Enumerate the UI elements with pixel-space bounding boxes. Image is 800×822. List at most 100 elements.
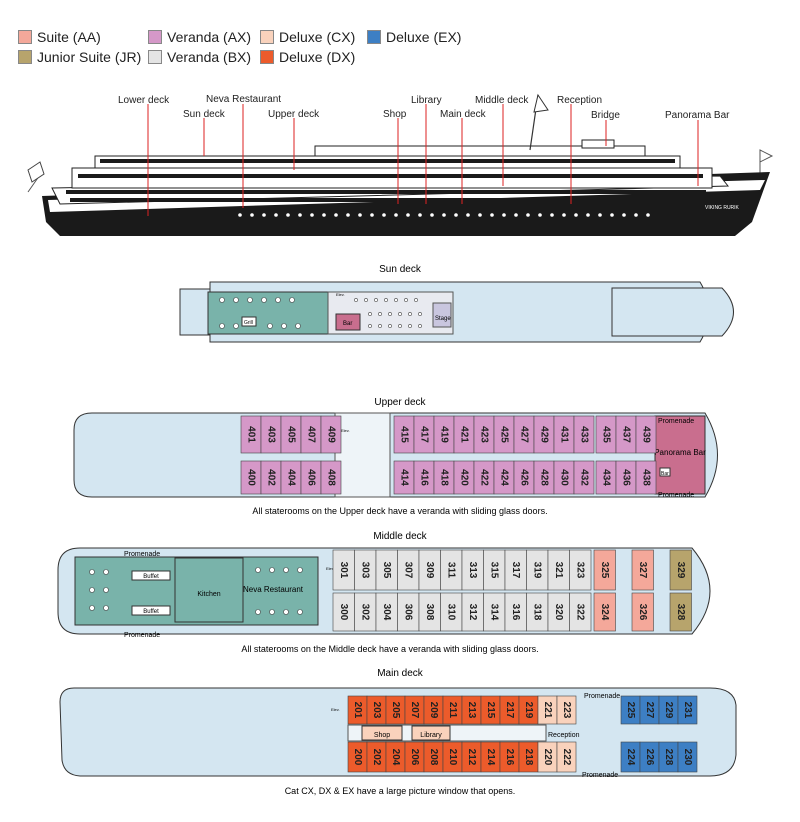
stateroom-328 xyxy=(669,592,692,632)
stateroom-number: 326 xyxy=(637,604,648,621)
stateroom-number: 316 xyxy=(510,604,521,621)
stateroom-number: 209 xyxy=(428,702,439,719)
stateroom-number: 230 xyxy=(682,749,693,766)
stateroom-number: 402 xyxy=(265,469,276,486)
stateroom-number: 212 xyxy=(466,749,477,766)
stateroom-number: 430 xyxy=(558,469,569,486)
stateroom-number: 311 xyxy=(446,562,457,579)
stateroom-number: 324 xyxy=(599,604,610,621)
legend-label: Deluxe (EX) xyxy=(386,29,462,45)
stateroom-223 xyxy=(556,695,577,725)
main-reception-label: Reception xyxy=(548,732,580,739)
label-middle-deck: Middle deck xyxy=(475,95,529,106)
stateroom-number: 300 xyxy=(338,604,349,621)
main-deck-plan: Main deck Shop Library Reception Promena… xyxy=(59,668,737,796)
stateroom-number: 227 xyxy=(644,702,655,719)
stateroom-number: 420 xyxy=(458,469,469,486)
middle-deck-note: All staterooms on the Middle deck have a… xyxy=(241,644,538,654)
stateroom-number: 317 xyxy=(510,562,521,579)
stateroom-number: 314 xyxy=(489,604,500,621)
stateroom-number: 208 xyxy=(428,749,439,766)
ship-profile: VIKING RURIK Lower deck Neva Restaurant … xyxy=(27,93,774,236)
stateroom-409 xyxy=(320,415,342,454)
legend-label: Veranda (BX) xyxy=(167,49,252,65)
upper-panorama-label: Panorama Bar xyxy=(654,448,706,457)
stateroom-329 xyxy=(669,549,692,591)
stateroom-number: 433 xyxy=(578,426,589,443)
main-library-label: Library xyxy=(420,732,442,739)
sun-deck-plan: Sun deck Bar Stage Grill Elev. xyxy=(179,264,734,343)
stateroom-327 xyxy=(631,549,654,591)
middle-deck-plan: Middle deck Kitchen Buffet Buffet Neva R… xyxy=(57,531,711,654)
legend-label: Junior Suite (JR) xyxy=(37,49,142,65)
stateroom-number: 439 xyxy=(640,426,651,443)
stateroom-number: 228 xyxy=(663,749,674,766)
legend-item: Deluxe (CX) xyxy=(260,28,355,46)
stateroom-number: 403 xyxy=(265,426,276,443)
stateroom-number: 205 xyxy=(390,702,401,719)
stateroom-number: 322 xyxy=(575,604,586,621)
upper-deck-title: Upper deck xyxy=(374,397,426,408)
stateroom-number: 432 xyxy=(578,469,589,486)
bow-flag-icon xyxy=(759,149,774,163)
stateroom-number: 200 xyxy=(352,749,363,766)
stateroom-number: 426 xyxy=(518,469,529,486)
stateroom-number: 231 xyxy=(682,702,693,719)
stateroom-324 xyxy=(593,592,616,632)
stateroom-number: 319 xyxy=(532,562,543,579)
stateroom-number: 318 xyxy=(532,604,543,621)
main-deck-title: Main deck xyxy=(377,668,424,679)
stateroom-438 xyxy=(635,460,657,495)
stateroom-number: 424 xyxy=(498,469,509,486)
stateroom-number: 204 xyxy=(390,749,401,766)
upper-promenade-bottom: Promenade xyxy=(658,492,694,499)
main-shop-label: Shop xyxy=(374,732,390,739)
label-main-deck: Main deck xyxy=(440,109,487,120)
stateroom-number: 202 xyxy=(371,749,382,766)
label-reception: Reception xyxy=(557,95,602,106)
label-library: Library xyxy=(411,95,442,106)
stateroom-number: 301 xyxy=(338,562,349,579)
stateroom-number: 222 xyxy=(561,749,572,766)
stateroom-number: 431 xyxy=(558,426,569,443)
stateroom-number: 207 xyxy=(409,702,420,719)
stateroom-322 xyxy=(569,592,592,632)
stateroom-number: 418 xyxy=(438,469,449,486)
stateroom-number: 404 xyxy=(285,469,296,486)
label-shop: Shop xyxy=(383,109,407,120)
legend-label: Deluxe (DX) xyxy=(279,49,356,65)
legend-label: Deluxe (CX) xyxy=(279,29,356,45)
stateroom-number: 220 xyxy=(542,749,553,766)
stateroom-number: 225 xyxy=(625,702,636,719)
stateroom-number: 419 xyxy=(438,426,449,443)
label-neva-restaurant: Neva Restaurant xyxy=(206,94,281,105)
stateroom-number: 438 xyxy=(640,469,651,486)
hull-name: VIKING RURIK xyxy=(705,205,740,211)
stateroom-number: 323 xyxy=(575,562,586,579)
sun-grill-label: Grill xyxy=(244,320,253,326)
stateroom-number: 421 xyxy=(458,426,469,443)
stateroom-number: 437 xyxy=(620,426,631,443)
neva-restaurant-label: Neva Restaurant xyxy=(243,585,304,594)
stateroom-number: 428 xyxy=(538,469,549,486)
stateroom-230 xyxy=(677,741,698,773)
stateroom-number: 201 xyxy=(352,702,363,719)
stateroom-number: 229 xyxy=(663,702,674,719)
stateroom-number: 423 xyxy=(478,426,489,443)
category-legend: Suite (AA) Veranda (AX) Deluxe (CX) Delu… xyxy=(18,28,498,72)
stateroom-number: 321 xyxy=(553,562,564,579)
legend-item: Deluxe (DX) xyxy=(260,48,355,66)
upper-elev-label: Elev. xyxy=(341,428,350,433)
stateroom-number: 406 xyxy=(305,469,316,486)
stateroom-number: 429 xyxy=(538,426,549,443)
middle-elev-label: Elev. xyxy=(326,566,335,571)
stateroom-number: 427 xyxy=(518,426,529,443)
stateroom-number: 302 xyxy=(360,604,371,621)
stateroom-number: 215 xyxy=(485,702,496,719)
main-promenade-bottom: Promenade xyxy=(582,772,618,779)
legend-item: Deluxe (EX) xyxy=(367,28,461,46)
stateroom-222 xyxy=(556,741,577,773)
stateroom-number: 214 xyxy=(485,749,496,766)
kitchen-label: Kitchen xyxy=(197,591,220,598)
